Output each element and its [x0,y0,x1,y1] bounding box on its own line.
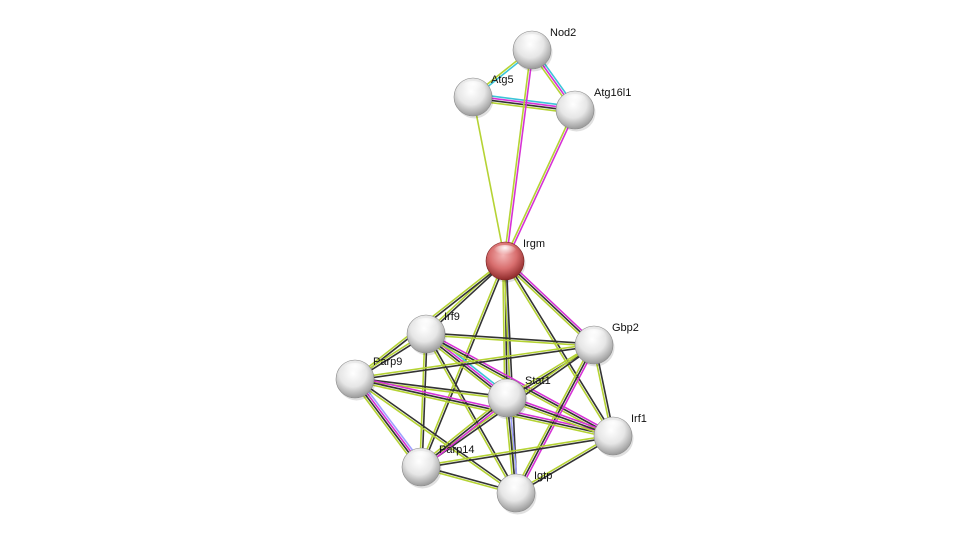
node-label: Gbp2 [612,322,639,334]
node-label: Irf1 [631,413,647,425]
node-label: Irf9 [444,311,460,323]
edge-line-text [354,343,594,379]
edge-line-text [502,262,594,348]
edge-irf1-parp14[interactable] [420,434,614,469]
edge-gbp2-igtp[interactable] [513,343,597,495]
edge-line-text [354,380,613,439]
node-highlight [409,451,433,465]
node-highlight [414,318,438,332]
node-irgm[interactable]: Irgm [485,238,545,283]
edge-irf9-igtp[interactable] [424,333,518,494]
node-highlight [563,94,587,108]
edge-line-text [503,49,532,261]
node-atg5[interactable]: Atg5 [453,74,514,119]
edge-line-coexp [505,260,615,436]
node-stat1[interactable]: Stat1 [487,375,551,420]
node-label: Parp9 [373,356,402,368]
edge-irgm-gbp2[interactable] [502,258,597,348]
node-highlight [520,34,544,48]
node-atg16l1[interactable]: Atg16l1 [555,87,631,132]
edge-line-exp [505,258,597,344]
edge-line-exp [505,50,534,262]
edge-irf9-parp14[interactable] [419,333,428,468]
edge-line-coexp [354,378,614,437]
node-label: Atg16l1 [594,87,631,99]
edge-line-exp [505,110,577,262]
edge-line-exp [517,345,597,495]
edge-line-text [420,434,613,467]
node-irf1[interactable]: Irf1 [593,413,647,458]
node-highlight [461,81,485,95]
node-label: Igtp [534,470,552,482]
edge-line-text [472,96,506,262]
node-highlight [493,245,517,259]
edge-line-coexp [355,377,508,398]
node-irf9[interactable]: Irf9 [406,311,460,356]
node-gbp2[interactable]: Gbp2 [574,322,639,367]
edge-line-text [419,333,426,467]
node-highlight [582,329,606,343]
edge-line-text [353,379,516,495]
edge-line-text [354,379,507,400]
node-label: Irgm [523,238,545,250]
node-label: Parp14 [439,444,474,456]
edge-line-text [503,109,575,261]
edge-line-coexp [515,344,595,494]
edge-parp9-igtp[interactable] [353,377,518,495]
edge-line-coexp [355,345,595,381]
node-highlight [495,382,519,396]
edge-line-exp [355,376,614,435]
edge-line-text [513,343,593,493]
edge-gbp2-parp9[interactable] [354,343,595,381]
edge-irf9-gbp2[interactable] [425,332,595,347]
edge-line-text [425,334,594,347]
edge-line-text [424,334,516,494]
edge-nod2-irgm[interactable] [503,49,534,262]
node-label: Atg5 [491,74,514,86]
node-label: Nod2 [550,27,576,39]
edge-line-coexp [421,334,428,468]
node-igtp[interactable]: Igtp [496,470,552,515]
edge-line-coexp [426,332,595,345]
edge-line-coexp [355,377,518,493]
edge-line-coexp [504,260,595,346]
node-nod2[interactable]: Nod2 [512,27,576,72]
edge-parp9-irf1[interactable] [354,376,614,439]
edge-line-coexp [421,436,614,469]
node-label: Stat1 [525,375,551,387]
edge-atg5-irgm[interactable] [472,96,506,262]
node-parp9[interactable]: Parp9 [335,356,402,401]
edge-line-coexp [426,333,518,493]
node-highlight [601,420,625,434]
node-highlight [504,477,528,491]
edge-line-exp [426,331,615,435]
edge-atg16l1-irgm[interactable] [503,109,577,262]
node-highlight [343,363,367,377]
edge-parp9-stat1[interactable] [354,377,508,400]
node-parp14[interactable]: Parp14 [401,444,474,489]
